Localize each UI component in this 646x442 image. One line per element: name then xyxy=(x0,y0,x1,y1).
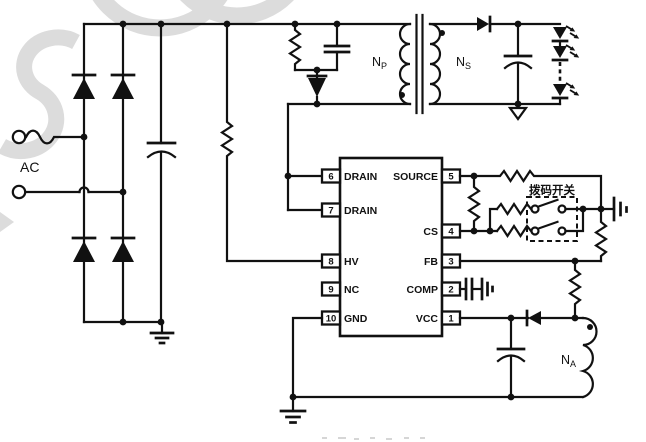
fuse xyxy=(24,129,86,145)
na-label: N xyxy=(561,353,570,367)
pin-name-fb: FB xyxy=(424,256,438,268)
primary-winding xyxy=(398,22,412,106)
pin-name-nc: NC xyxy=(344,284,360,296)
ic-ground-symbol xyxy=(279,395,307,424)
ac-label: AC xyxy=(20,159,39,175)
np-polarity-dot xyxy=(399,92,405,98)
pin-num-10: 10 xyxy=(326,314,337,325)
pin-num-8: 8 xyxy=(328,257,333,268)
secondary-winding xyxy=(428,22,442,106)
hv-startup-resistor xyxy=(219,22,324,263)
ns-label: N xyxy=(456,55,465,69)
bridge-diode-1 xyxy=(71,73,97,99)
pin-num-5: 5 xyxy=(448,172,454,183)
vcc-aux-circuit: N A xyxy=(458,309,598,399)
switch-branch-resistor-2 xyxy=(495,223,533,239)
na-label-sub: A xyxy=(570,359,576,369)
switch2-blade[interactable] xyxy=(538,220,559,230)
dip-switch-label: 拨码开关 xyxy=(529,183,575,197)
pin-box-7 xyxy=(320,202,342,218)
led-1 xyxy=(551,27,569,43)
pin-name-vcc: VCC xyxy=(416,313,439,325)
vcc-capacitor xyxy=(496,316,526,399)
ic-ground-return xyxy=(279,316,585,424)
pin-name-source: SOURCE xyxy=(393,171,438,183)
watermark-arc-2 xyxy=(180,0,294,25)
na-polarity-dot xyxy=(587,324,593,330)
dip-switch-outline xyxy=(526,196,578,242)
pin-name-drain6: DRAIN xyxy=(344,171,377,183)
cs-filter-resistor xyxy=(466,174,482,233)
pin-num-7: 7 xyxy=(328,206,333,217)
secondary-output xyxy=(428,15,581,121)
pin-name-gnd: GND xyxy=(344,313,368,325)
dip-switch[interactable] xyxy=(526,196,578,242)
switch-branch-resistor-1 xyxy=(495,201,533,217)
vcc-diode xyxy=(525,309,541,327)
comp-ground-symbol xyxy=(480,277,494,301)
ic-body xyxy=(338,156,444,338)
pin-name-hv: HV xyxy=(344,256,359,268)
ns-label-sub: S xyxy=(465,61,471,71)
cs-ground-symbol xyxy=(612,196,628,222)
pin-num-1: 1 xyxy=(448,314,454,325)
snubber-diode xyxy=(306,68,328,106)
ac-input: AC xyxy=(11,129,125,200)
pin-box-6 xyxy=(320,168,342,184)
switch1-blade[interactable] xyxy=(538,198,559,208)
output-diode xyxy=(477,15,492,33)
pin-name-cs: CS xyxy=(423,226,438,238)
ac-terminal-bottom xyxy=(11,184,27,200)
pin-name-comp: COMP xyxy=(407,284,439,296)
rcd-snubber xyxy=(287,22,351,106)
pin-num-3: 3 xyxy=(448,257,453,268)
aux-winding xyxy=(578,316,598,399)
switch1-contact-left xyxy=(530,204,540,214)
led-2 xyxy=(551,46,569,62)
pin-num-4: 4 xyxy=(448,227,454,238)
pin-box-8 xyxy=(320,253,342,269)
ac-terminal-top xyxy=(11,129,27,145)
led-string xyxy=(551,25,581,106)
current-sense-network: 拨码开关 xyxy=(458,168,628,263)
cropped-caption-remnant xyxy=(322,437,425,440)
gnd-pin-wire xyxy=(291,316,324,399)
watermark-wedge xyxy=(0,212,14,232)
pin-name-drain7: DRAIN xyxy=(344,205,377,217)
junction-dots xyxy=(80,20,605,401)
comp-network xyxy=(458,277,494,301)
switch2-contact-left xyxy=(530,226,540,236)
bridge-diode-3 xyxy=(71,236,97,262)
background-watermark xyxy=(0,0,294,232)
bulk-capacitor xyxy=(146,22,177,324)
watermark-letter-s xyxy=(0,29,80,160)
bridge-diode-4 xyxy=(110,236,136,262)
fb-lower-resistor xyxy=(567,259,583,318)
pin-box-9 xyxy=(320,281,342,297)
bridge-rectifier xyxy=(71,22,412,345)
pin-num-2: 2 xyxy=(448,285,453,296)
bridge-diode-2 xyxy=(110,73,136,99)
source-sense-resistor-and-rail xyxy=(458,168,609,263)
snubber-resistor xyxy=(287,22,303,72)
output-capacitor xyxy=(503,22,533,106)
transformer: N P N S xyxy=(286,13,471,115)
ns-polarity-dot xyxy=(439,30,445,36)
controller-ic: 6 7 8 9 10 5 4 3 2 1 DRAIN DRAIN HV NC G… xyxy=(320,156,462,338)
led-3 xyxy=(551,84,569,100)
np-label-sub: P xyxy=(381,61,387,71)
pin-num-6: 6 xyxy=(328,172,333,183)
pin-num-9: 9 xyxy=(328,285,333,296)
np-label: N xyxy=(372,55,381,69)
